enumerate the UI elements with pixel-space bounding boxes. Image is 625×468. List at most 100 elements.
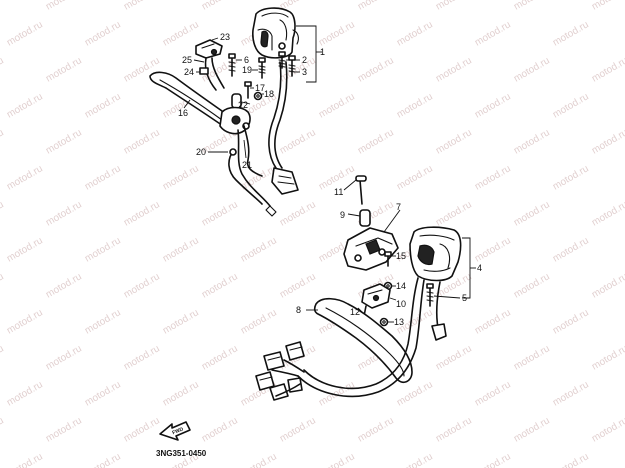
watermark-text: motod.ru: [356, 415, 396, 444]
callout-22: 22: [238, 100, 248, 110]
watermark-text: motod.ru: [473, 235, 513, 264]
watermark-text: motod.ru: [395, 19, 435, 48]
callout-13: 13: [394, 317, 404, 327]
watermark-text: motod.ru: [551, 19, 591, 48]
callout-7: 7: [396, 202, 401, 212]
watermark-text: motod.ru: [200, 343, 240, 372]
watermark-text: motod.ru: [434, 199, 474, 228]
watermark-text: motod.ru: [161, 19, 201, 48]
callout-17: 17: [255, 83, 265, 93]
watermark-text: motod.ru: [473, 379, 513, 408]
watermark-text: motod.ru: [278, 415, 318, 444]
callout-2: 2: [302, 55, 307, 65]
watermark-text: motod.ru: [5, 235, 45, 264]
watermark-text: motod.ru: [83, 451, 123, 468]
watermark-text: motod.ru: [551, 451, 591, 468]
callout-4: 4: [477, 263, 482, 273]
callout-5: 5: [462, 293, 467, 303]
watermark-text: motod.ru: [0, 55, 6, 84]
watermark-text: motod.ru: [590, 127, 625, 156]
watermark-text: motod.ru: [551, 163, 591, 192]
lower-harness: [297, 277, 447, 398]
watermark-text: motod.ru: [551, 235, 591, 264]
part-11-screw: [355, 175, 367, 205]
watermark-text: motod.ru: [551, 379, 591, 408]
callout-9: 9: [340, 210, 345, 220]
watermark-text: motod.ru: [317, 451, 357, 468]
callout-leaders: [183, 25, 476, 323]
watermark-text: motod.ru: [512, 271, 552, 300]
watermark-text: motod.ru: [44, 0, 84, 13]
watermark-text: motod.ru: [356, 127, 396, 156]
watermark-text: motod.ru: [395, 379, 435, 408]
watermark-text: motod.ru: [512, 415, 552, 444]
part-10-brake-switch: [361, 283, 391, 309]
watermark-text: motod.ru: [122, 271, 162, 300]
part-7-bracket: [343, 227, 399, 271]
watermark-text: motod.ru: [473, 91, 513, 120]
front-direction-arrow: FWD: [159, 421, 191, 441]
watermark-text: motod.ru: [512, 343, 552, 372]
callout-25: 25: [182, 55, 192, 65]
watermark-text: motod.ru: [356, 55, 396, 84]
callout-18: 18: [264, 89, 274, 99]
part-8-lever: [313, 297, 413, 384]
part-17-screw: [244, 81, 252, 99]
watermark-text: motod.ru: [239, 235, 279, 264]
watermark-text: motod.ru: [395, 451, 435, 468]
watermark-text: motod.ru: [512, 55, 552, 84]
watermark-text: motod.ru: [161, 379, 201, 408]
watermark-text: motod.ru: [473, 307, 513, 336]
part-5-screw: [426, 283, 434, 307]
callout-1: 1: [320, 47, 325, 57]
callout-24: 24: [184, 67, 194, 77]
watermark-text: motod.ru: [200, 0, 240, 13]
watermark-text: motod.ru: [590, 55, 625, 84]
watermark-text: motod.ru: [83, 307, 123, 336]
watermark-text: motod.ru: [512, 199, 552, 228]
watermark-text: motod.ru: [512, 0, 552, 13]
watermark-text: motod.ru: [590, 271, 625, 300]
watermark-text: motod.ru: [83, 19, 123, 48]
watermark-text: motod.ru: [200, 415, 240, 444]
watermark-text: motod.ru: [473, 163, 513, 192]
part-20-wire: [228, 148, 263, 205]
callout-11: 11: [334, 187, 343, 197]
watermark-text: motod.ru: [5, 451, 45, 468]
watermark-text: motod.ru: [0, 271, 6, 300]
watermark-text: motod.ru: [0, 0, 6, 13]
watermark-text: motod.ru: [83, 91, 123, 120]
lower-assembly: [255, 175, 462, 401]
watermark-text: motod.ru: [239, 307, 279, 336]
watermark-text: motod.ru: [122, 0, 162, 13]
watermark-text: motod.ru: [0, 127, 6, 156]
watermark-text: motod.ru: [278, 199, 318, 228]
watermark-text: motod.ru: [0, 199, 6, 228]
watermark-text: motod.ru: [317, 19, 357, 48]
watermark-text: motod.ru: [0, 343, 6, 372]
watermark-text: motod.ru: [473, 19, 513, 48]
watermark-text: motod.ru: [317, 91, 357, 120]
part-15-screw: [384, 251, 392, 267]
watermark-text: motod.ru: [161, 307, 201, 336]
watermark-text: motod.ru: [395, 163, 435, 192]
watermark-text: motod.ru: [5, 19, 45, 48]
watermark-text: motod.ru: [83, 235, 123, 264]
part-19-bolt: [258, 57, 266, 79]
part-2-screw: [278, 51, 286, 69]
watermark-text: motod.ru: [122, 127, 162, 156]
watermark-text: motod.ru: [44, 55, 84, 84]
watermark-text: motod.ru: [122, 199, 162, 228]
callout-15: 15: [396, 251, 406, 261]
watermark-text: motod.ru: [44, 127, 84, 156]
callout-21: 21: [242, 160, 252, 170]
callout-8: 8: [296, 305, 301, 315]
watermark-text: motod.ru: [5, 91, 45, 120]
watermark-text: motod.ru: [239, 451, 279, 468]
lever-bracket: [219, 106, 251, 135]
watermark-text: motod.ru: [551, 91, 591, 120]
watermark-text: motod.ru: [200, 199, 240, 228]
callout-16: 16: [178, 108, 188, 118]
watermark-text: motod.ru: [83, 163, 123, 192]
